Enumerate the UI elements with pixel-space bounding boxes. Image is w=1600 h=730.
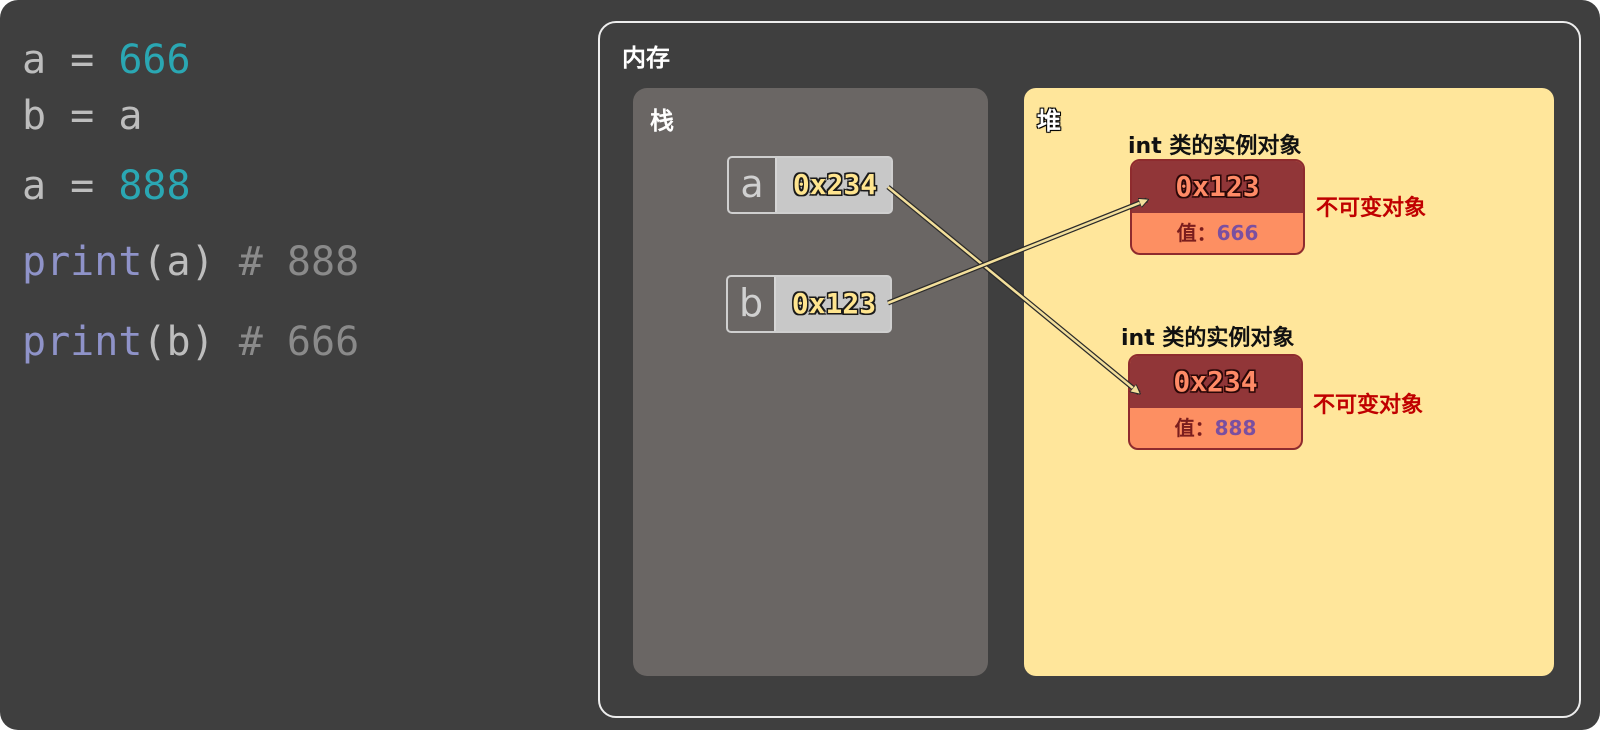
object-address: 0x123 xyxy=(1132,161,1303,213)
code-comment: # 888 xyxy=(238,239,360,285)
heap-title: 堆 xyxy=(1037,107,1061,135)
memory-title: 内存 xyxy=(622,44,670,72)
memory-panel xyxy=(598,21,1581,718)
var-name: a xyxy=(729,158,777,212)
object-address: 0x234 xyxy=(1130,356,1301,408)
heap-object-0x234: 0x234 值：888 xyxy=(1128,354,1303,450)
heap-object-label: int 类的实例对象 xyxy=(1128,134,1302,159)
object-value-number: 666 xyxy=(1216,221,1259,245)
code-operator: = xyxy=(46,163,119,209)
code-args: (b) xyxy=(142,319,239,365)
code-line-2: b = a xyxy=(22,93,143,139)
code-comment: # 666 xyxy=(238,319,360,365)
object-value: 值：888 xyxy=(1130,408,1301,448)
code-line-1: a = 666 xyxy=(22,36,191,84)
stack-title: 栈 xyxy=(650,107,674,135)
code-line-3: a = 888 xyxy=(22,162,191,210)
code-line-4: print(a) # 888 xyxy=(22,238,359,286)
immutable-tag: 不可变对象 xyxy=(1316,196,1427,221)
object-value: 值：666 xyxy=(1132,213,1303,253)
arrow-a-to-0x234 xyxy=(886,185,1139,393)
heap-object-label: int 类的实例对象 xyxy=(1121,326,1295,351)
code-line-5: print(b) # 666 xyxy=(22,318,359,366)
var-address: 0x123 xyxy=(791,287,877,320)
object-value-number: 888 xyxy=(1214,416,1257,440)
code-args: (a) xyxy=(142,239,239,285)
code-operator: = xyxy=(46,37,119,83)
arrow-b-to-0x123 xyxy=(887,197,1147,306)
stack-var-a: a 0x234 xyxy=(727,156,893,214)
code-number: 666 xyxy=(118,37,191,83)
code-function: print xyxy=(22,319,143,365)
object-value-label: 值： xyxy=(1176,221,1217,245)
code-var: a xyxy=(22,163,47,209)
heap-object-0x123: 0x123 值：666 xyxy=(1130,159,1305,255)
object-value-label: 值： xyxy=(1174,416,1215,440)
var-name: b xyxy=(728,277,776,331)
code-var: a xyxy=(22,37,47,83)
stack-var-b: b 0x123 xyxy=(726,275,892,333)
var-address: 0x234 xyxy=(792,168,878,201)
code-function: print xyxy=(22,239,143,285)
code-number: 888 xyxy=(118,163,191,209)
immutable-tag: 不可变对象 xyxy=(1313,393,1424,418)
